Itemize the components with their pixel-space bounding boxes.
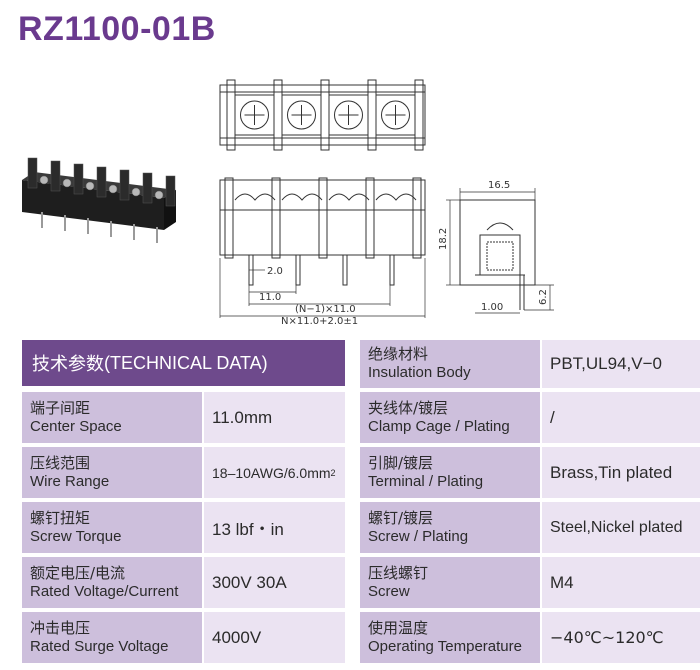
spec-label-en: Clamp Cage / Plating xyxy=(368,417,510,435)
spec-label-en: Center Space xyxy=(30,417,122,435)
dim-pin-length: 6.2 xyxy=(538,289,549,305)
spec-label: 压线范围 Wire Range xyxy=(22,447,202,498)
spec-label-en: Screw xyxy=(368,582,410,600)
spec-label-zh: 压线范围 xyxy=(30,453,91,472)
spec-value: 13 lbf・in xyxy=(204,502,345,553)
technical-drawing: 2.0 11.0 (N−1)×11.0 N×11.0+2.0±1 16.5 18… xyxy=(219,79,554,327)
technical-data-table: 技术参数(TECHNICAL DATA) 端子间距 Center Space 1… xyxy=(22,340,700,670)
spec-value: Brass,Tin plated xyxy=(542,447,700,498)
spec-label-en: Rated Surge Voltage xyxy=(30,637,169,655)
spec-label-en: Terminal / Plating xyxy=(368,472,484,490)
spec-label-zh: 压线螺钉 xyxy=(368,563,429,582)
spec-label-en: Insulation Body xyxy=(368,364,471,381)
spec-label: 额定电压/电流 Rated Voltage/Current xyxy=(22,557,202,608)
spec-label: 冲击电压 Rated Surge Voltage xyxy=(22,612,202,663)
spec-label: 螺钉/镀层 Screw / Plating xyxy=(360,502,540,553)
dim-side-width: 16.5 xyxy=(488,180,510,191)
spec-value-sup: 2 xyxy=(330,467,336,478)
spec-label: 夹线体/镀层 Clamp Cage / Plating xyxy=(360,392,540,443)
product-photo xyxy=(22,157,176,243)
spec-value: M4 xyxy=(542,557,700,608)
spec-value-text: 18–10AWG/6.0mm xyxy=(212,464,331,481)
spec-label-zh: 额定电压/电流 xyxy=(30,563,126,582)
dim-pitch: 11.0 xyxy=(259,292,281,303)
spec-value: 300V 30A xyxy=(204,557,345,608)
spec-label: 螺钉扭矩 Screw Torque xyxy=(22,502,202,553)
product-title: RZ1100-01B xyxy=(18,10,216,48)
dim-pin-width: 2.0 xyxy=(267,266,283,277)
header-en: (TECHNICAL DATA) xyxy=(104,352,268,373)
spec-value: 11.0mm xyxy=(204,392,345,443)
spec-label-zh: 螺钉扭矩 xyxy=(30,508,91,527)
spec-value: 4000V xyxy=(204,612,345,663)
spec-value: / xyxy=(542,392,700,443)
front-view xyxy=(219,177,426,286)
dim-total-length: N×11.0+2.0±1 xyxy=(281,316,358,327)
dim-side-height: 18.2 xyxy=(438,228,449,250)
spec-value: PBT,UL94,V−0 xyxy=(542,340,700,388)
spec-label-en: Rated Voltage/Current xyxy=(30,582,179,600)
spec-label-en: Screw Torque xyxy=(30,527,122,545)
dim-n-pitch: (N−1)×11.0 xyxy=(295,304,356,315)
side-view xyxy=(459,199,536,310)
spec-label: 引脚/镀层 Terminal / Plating xyxy=(360,447,540,498)
spec-label-zh: 冲击电压 xyxy=(30,618,91,637)
table-header: 技术参数(TECHNICAL DATA) xyxy=(22,340,345,386)
spec-label-zh: 引脚/镀层 xyxy=(368,453,434,472)
spec-label-en: Screw / Plating xyxy=(368,527,469,545)
header-zh: 技术参数 xyxy=(32,354,104,375)
dim-pin-offset: 1.00 xyxy=(481,302,503,313)
spec-label-zh: 夹线体/镀层 xyxy=(368,398,449,417)
spec-label-zh: 绝缘材料 xyxy=(368,345,429,363)
spec-label-en: Operating Temperature xyxy=(368,637,522,655)
spec-label-zh: 端子间距 xyxy=(30,398,91,417)
spec-label: 使用温度 Operating Temperature xyxy=(360,612,540,663)
terminal-block-illustration xyxy=(22,157,176,243)
spec-label-zh: 使用温度 xyxy=(368,618,429,637)
spec-label: 端子间距 Center Space xyxy=(22,392,202,443)
spec-label-zh: 螺钉/镀层 xyxy=(368,508,434,527)
spec-value: Steel,Nickel plated xyxy=(542,502,700,553)
spec-label-en: Wire Range xyxy=(30,472,110,490)
spec-label: 绝缘材料 Insulation Body xyxy=(360,340,540,388)
spec-label: 压线螺钉 Screw xyxy=(360,557,540,608)
top-view xyxy=(219,79,426,151)
spec-value: −40℃~120℃ xyxy=(542,612,700,663)
